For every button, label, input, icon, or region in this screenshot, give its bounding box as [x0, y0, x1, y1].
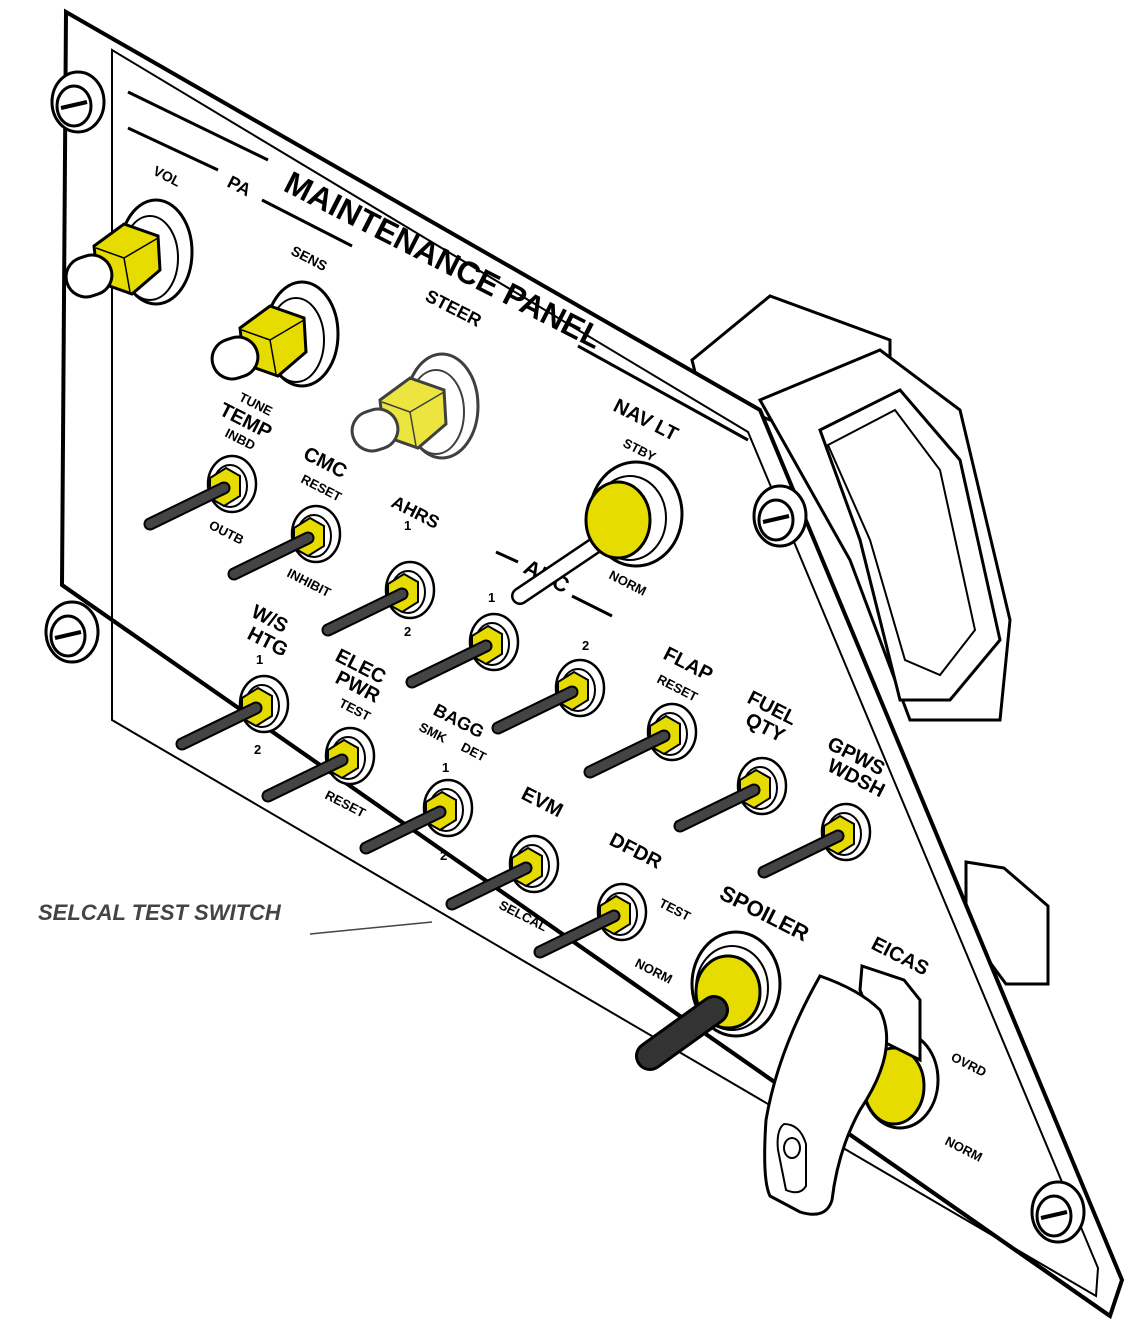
selcal-callout-label: SELCAL TEST SWITCH [38, 900, 282, 925]
ws-2-label: 2 [254, 742, 261, 757]
title-rules [127, 90, 749, 618]
screw-top-left [50, 70, 106, 134]
bagg-2-label: 2 [440, 848, 447, 863]
screw-mid-left [44, 600, 100, 664]
adc-2-label: 2 [582, 638, 589, 653]
spoiler-switch[interactable] [635, 930, 782, 1071]
screw-right-upper [752, 484, 808, 548]
ws-1-label: 1 [256, 652, 263, 667]
nav-lt-switch[interactable] [511, 460, 684, 605]
callout-leader-line [309, 921, 433, 935]
ahrs-1-label: 1 [404, 518, 411, 533]
adc-1-label: 1 [488, 590, 495, 605]
screw-bottom-right [1030, 1180, 1086, 1244]
ahrs-2-label: 2 [404, 624, 411, 639]
eicas-guarded-switch[interactable] [763, 963, 940, 1216]
bagg-1-label: 1 [442, 760, 449, 775]
